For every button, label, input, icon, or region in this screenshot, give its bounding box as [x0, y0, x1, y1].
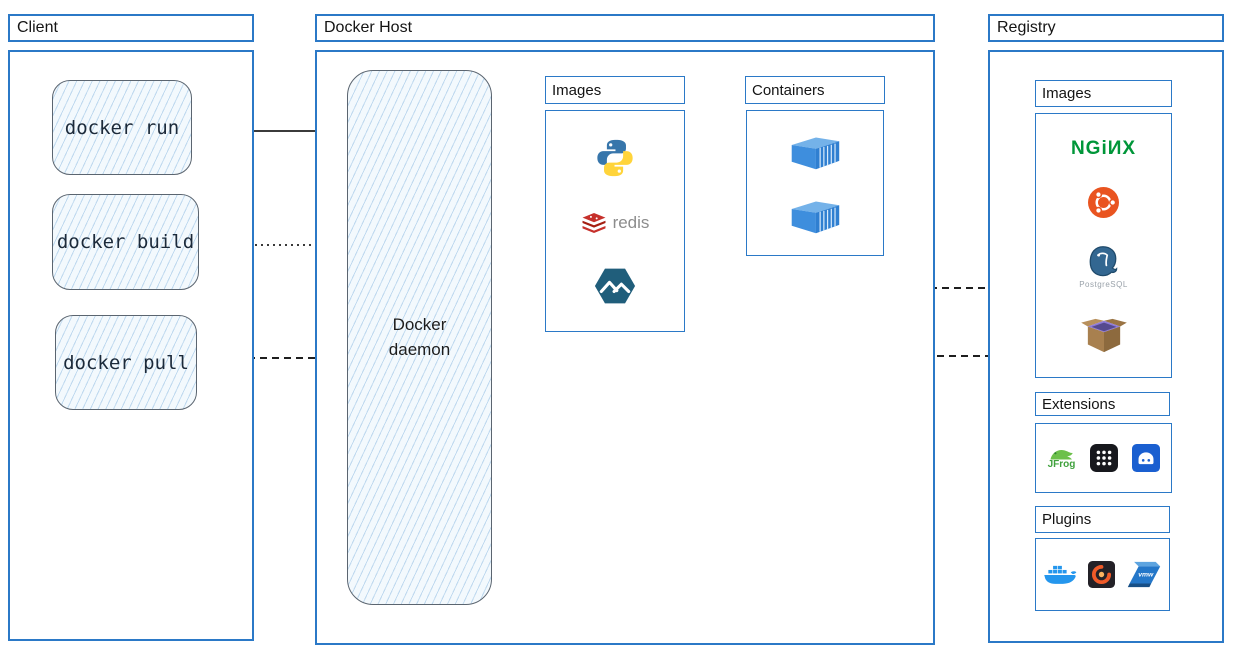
disk-app-icon	[1131, 444, 1160, 472]
registry-images-panel: NGiИX PostgreSQL	[1035, 113, 1172, 378]
extensions-title: Extensions	[1042, 395, 1116, 413]
docker-host-title: Docker Host	[324, 19, 413, 36]
grafana-logo	[1088, 561, 1115, 588]
docker-build-label: docker build	[56, 231, 195, 253]
plugins-title: Plugins	[1042, 511, 1092, 528]
docker-pull-box: docker pull	[55, 315, 197, 410]
registry-images-title: Images	[1042, 85, 1092, 102]
alpine-logo	[594, 267, 636, 305]
docker-daemon-box: Docker daemon	[347, 70, 492, 605]
python-logo	[594, 137, 636, 179]
extensions-panel: JFrog	[1035, 423, 1172, 493]
docker-pull-label: docker pull	[63, 351, 189, 374]
plugins-title-bar: Plugins	[1035, 506, 1170, 533]
postgresql-logo: PostgreSQL	[1079, 245, 1128, 289]
containers-panel	[746, 110, 884, 256]
nginx-logo: NGiИX	[1070, 137, 1137, 159]
client-title-bar: Client	[8, 14, 254, 42]
vmware-logo: vmw	[1126, 560, 1162, 589]
containers-title-bar: Containers	[745, 76, 885, 104]
host-images-title-bar: Images	[545, 76, 685, 104]
container-icon	[787, 131, 843, 172]
app-grid-icon	[1089, 444, 1118, 472]
docker-run-label: docker run	[64, 116, 180, 139]
docker-whale-logo	[1043, 564, 1077, 586]
registry-title: Registry	[997, 19, 1056, 36]
docker-host-title-bar: Docker Host	[315, 14, 935, 42]
ubuntu-logo	[1088, 186, 1119, 218]
client-title: Client	[17, 19, 58, 36]
vmware-label: vmw	[1138, 571, 1154, 578]
jfrog-label: JFrog	[1047, 458, 1076, 470]
docker-build-box: docker build	[52, 194, 199, 290]
extensions-title-bar: Extensions	[1035, 392, 1170, 416]
host-images-panel: redis	[545, 110, 685, 332]
registry-images-title-bar: Images	[1035, 80, 1172, 107]
container-icon	[787, 195, 843, 236]
docker-run-box: docker run	[52, 80, 192, 175]
postgresql-label: PostgreSQL	[1079, 279, 1128, 289]
docker-daemon-label: Docker daemon	[388, 314, 451, 359]
registry-title-bar: Registry	[988, 14, 1224, 42]
redis-logo: redis	[581, 212, 650, 234]
containers-title: Containers	[752, 81, 825, 99]
jfrog-logo: JFrog	[1048, 447, 1076, 470]
redis-label: redis	[612, 212, 650, 232]
plugins-panel: vmw	[1035, 538, 1170, 611]
busybox-logo	[1079, 316, 1129, 354]
host-images-title: Images	[552, 81, 602, 99]
